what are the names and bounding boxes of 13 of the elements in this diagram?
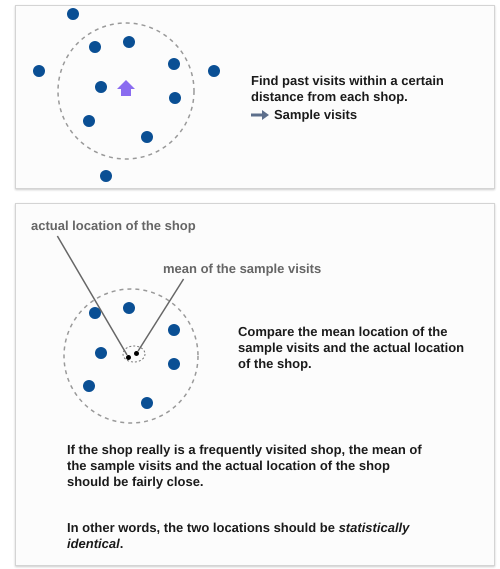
callout-label: mean of the sample visits	[163, 261, 322, 277]
callout-label: actual location of the shop	[31, 218, 196, 234]
panel-card	[15, 203, 495, 566]
description-text: Find past visits within a certain distance from each shop.	[251, 73, 445, 105]
location-point	[134, 351, 139, 356]
description-text: Compare the mean location of the sample visits and the actual location of the shop.	[238, 324, 466, 372]
leader-line	[137, 278, 184, 352]
location-point	[126, 355, 131, 360]
description-text: In other words, the two locations should be statistically identical.	[67, 520, 411, 552]
description-text: If the shop really is a frequently visited shop, the mean of the sample visits and the actual location of the shop should be fairly close.	[67, 442, 423, 490]
leader-line	[56, 236, 128, 356]
panel-card	[15, 5, 495, 189]
description-text: Sample visits	[274, 107, 358, 123]
